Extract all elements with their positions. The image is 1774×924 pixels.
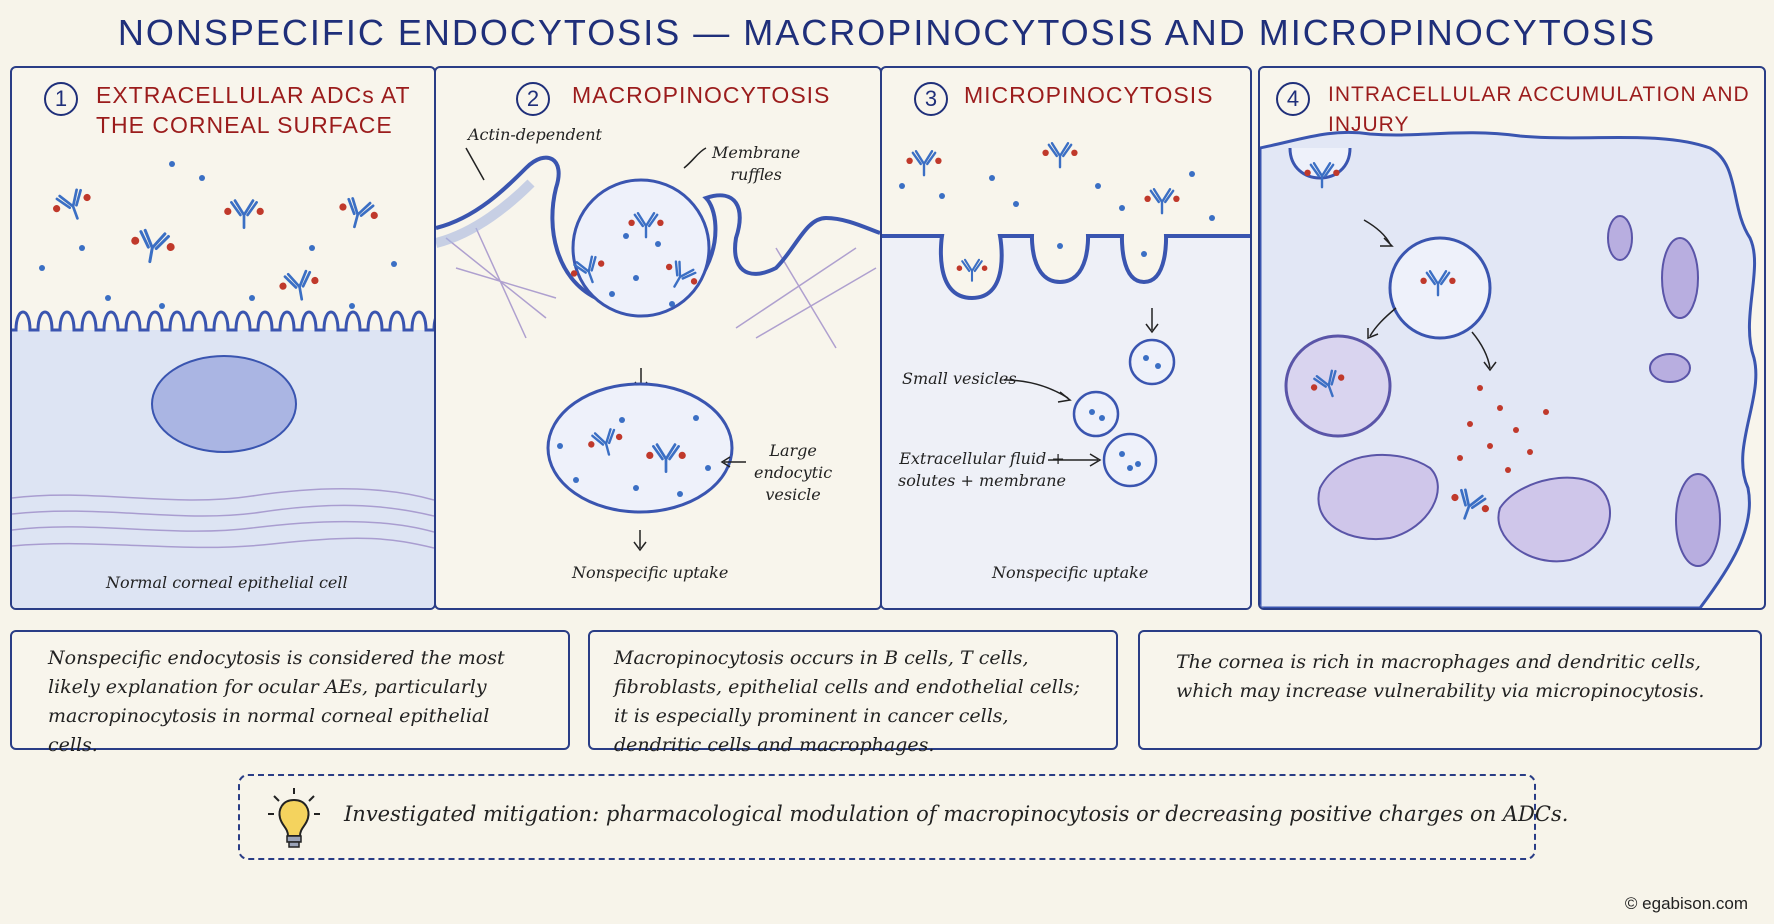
solute-dot bbox=[79, 245, 85, 251]
note-nonspecific-endocytosis: Nonspecific endocytosis is considered th… bbox=[10, 630, 570, 756]
mitigation-box: Investigated mitigation: pharmacological… bbox=[238, 774, 1568, 860]
solute-dot bbox=[573, 477, 579, 483]
solute-dot bbox=[1057, 243, 1063, 249]
antibody-icon bbox=[131, 228, 175, 264]
solute-dot bbox=[1119, 451, 1125, 457]
panel-1-number: 1 bbox=[44, 82, 78, 116]
label-extracellular-fluid: Extracellular fluid + solutes + membrane bbox=[898, 449, 1066, 490]
solute-dot bbox=[1095, 183, 1101, 189]
solute-dot bbox=[677, 491, 683, 497]
solute-dot bbox=[1189, 171, 1195, 177]
solute-dot bbox=[1127, 465, 1133, 471]
panel-1-title: EXTRACELLULAR ADCs AT THE CORNEAL SURFAC… bbox=[96, 82, 411, 138]
antibody-icon bbox=[646, 443, 686, 473]
mitigation-text: Investigated mitigation: pharmacological… bbox=[344, 802, 1569, 826]
panel-2-illustration bbox=[436, 147, 880, 552]
antibody-icon bbox=[224, 199, 264, 229]
panel-4-intracellular-accumulation: 4 INTRACELLULAR ACCUMULATION AND INJURY bbox=[1258, 66, 1766, 610]
panel-1-caption: Normal corneal epithelial cell bbox=[106, 573, 348, 592]
lightbulb-icon bbox=[268, 788, 320, 848]
solute-dot bbox=[159, 303, 165, 309]
solute-dot bbox=[1209, 215, 1215, 221]
solute-dot bbox=[705, 465, 711, 471]
panel-2-title: MACROPINOCYTOSIS bbox=[572, 82, 831, 108]
solute-dot bbox=[693, 415, 699, 421]
solute-dot bbox=[391, 261, 397, 267]
solute-dot bbox=[619, 417, 625, 423]
label-small-vesicles: Small vesicles bbox=[902, 369, 1017, 388]
solute-dot bbox=[1013, 201, 1019, 207]
antibody-icon bbox=[279, 269, 319, 301]
label-large-endocytic-vesicle: Large endocytic vesicle bbox=[754, 441, 833, 504]
solute-dot bbox=[633, 275, 639, 281]
solute-dot bbox=[309, 245, 315, 251]
solute-dot bbox=[633, 485, 639, 491]
antibody-icon bbox=[53, 188, 91, 220]
panel-3-illustration bbox=[882, 141, 1250, 608]
antibody-icon bbox=[665, 260, 698, 288]
panel-4-title: INTRACELLULAR ACCUMULATION AND INJURY bbox=[1328, 83, 1750, 136]
solute-dot bbox=[989, 175, 995, 181]
antibody-icon bbox=[1304, 161, 1340, 189]
antibody-icon bbox=[906, 149, 942, 177]
solute-dot bbox=[105, 295, 111, 301]
solute-dot bbox=[557, 443, 563, 449]
panel-2-number: 2 bbox=[516, 82, 550, 116]
solute-dot bbox=[249, 295, 255, 301]
antibody-icon bbox=[570, 255, 605, 284]
label-nonspecific-uptake-2: Nonspecific uptake bbox=[572, 563, 729, 582]
panel-1-extracellular-adcs: 1 EXTRACELLULAR ADCs AT THE CORNEAL SURF… bbox=[10, 66, 436, 610]
antibody-icon bbox=[588, 428, 623, 456]
panel-4-illustration bbox=[1260, 130, 1758, 608]
panel-1-illustration bbox=[12, 161, 434, 608]
solute-dot bbox=[1099, 415, 1105, 421]
solute-dot bbox=[1119, 205, 1125, 211]
solute-dot bbox=[623, 233, 629, 239]
antibody-icon bbox=[1144, 187, 1180, 215]
antibody-icon bbox=[628, 211, 664, 239]
copyright: © egabison.com bbox=[1624, 894, 1748, 913]
panel-3-title: MICROPINOCYTOSIS bbox=[964, 82, 1214, 108]
label-nonspecific-uptake-3: Nonspecific uptake bbox=[992, 563, 1149, 582]
solute-dot bbox=[939, 193, 945, 199]
solute-dot bbox=[39, 265, 45, 271]
panel-2-macropinocytosis: 2 MACROPINOCYTOSIS Actin-dependent Membr… bbox=[434, 66, 882, 610]
antibody-icon bbox=[1042, 141, 1078, 169]
panel-3-micropinocytosis: 3 MICROPINOCYTOSIS Small vesicles Extrac… bbox=[880, 66, 1252, 610]
solute-dot bbox=[609, 291, 615, 297]
solute-dot bbox=[349, 303, 355, 309]
note-macropinocytosis-cells: Macropinocytosis occurs in B cells, T ce… bbox=[588, 630, 1118, 756]
solute-dot bbox=[655, 241, 661, 247]
antibody-icon bbox=[956, 258, 988, 282]
solute-dot bbox=[1155, 363, 1161, 369]
solute-dot bbox=[1135, 461, 1141, 467]
antibody-icon bbox=[1310, 369, 1345, 398]
antibody-icon bbox=[1451, 488, 1489, 520]
solute-dot bbox=[669, 301, 675, 307]
page-title: NONSPECIFIC ENDOCYTOSIS — MACROPINOCYTOS… bbox=[117, 12, 1657, 53]
solute-dot bbox=[199, 175, 205, 181]
panel-3-number: 3 bbox=[914, 82, 948, 116]
solute-dot bbox=[1143, 355, 1149, 361]
solute-dot bbox=[1141, 251, 1147, 257]
label-actin-dependent: Actin-dependent bbox=[468, 125, 602, 144]
antibody-icon bbox=[339, 197, 378, 229]
panel-4-number: 4 bbox=[1276, 82, 1310, 116]
solute-dot bbox=[899, 183, 905, 189]
solute-dot bbox=[1089, 409, 1095, 415]
solute-dot bbox=[169, 161, 175, 167]
label-membrane-ruffles: Membrane ruffles bbox=[712, 143, 801, 184]
antibody-icon bbox=[1420, 269, 1456, 297]
note-cornea-macrophages: The cornea is rich in macrophages and de… bbox=[1138, 630, 1762, 750]
